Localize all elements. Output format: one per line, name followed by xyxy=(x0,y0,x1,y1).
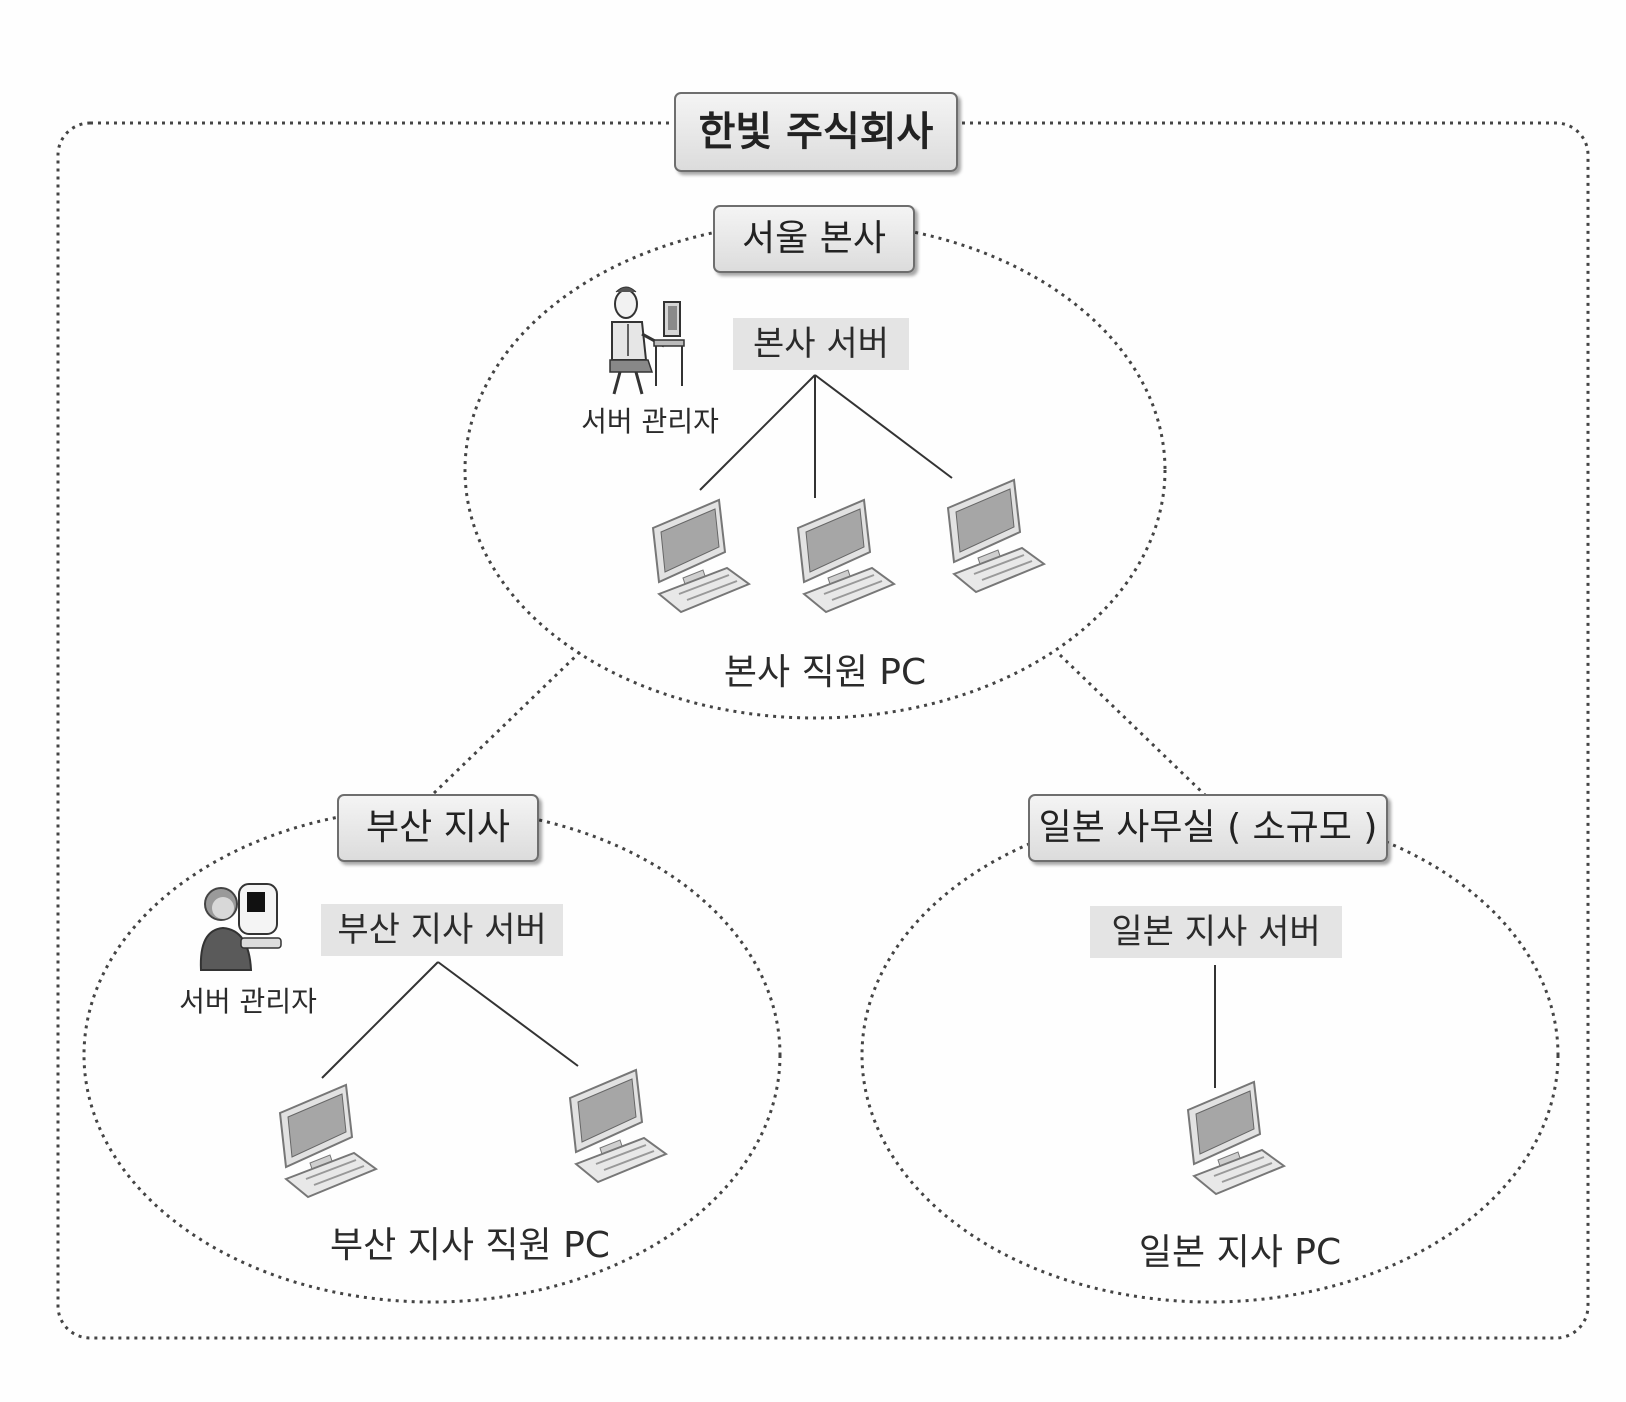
seoul-title: 서울 본사 xyxy=(713,205,915,273)
busan-title: 부산 지사 xyxy=(337,794,539,862)
desktop-pc-icon xyxy=(946,478,1047,594)
seoul-link-pc1 xyxy=(699,374,816,491)
company-boundary xyxy=(56,121,1590,1340)
desktop-pc-icon xyxy=(796,498,897,614)
seoul-server-label: 본사 서버 xyxy=(733,318,909,370)
busan-pcs-label: 부산 지사 직원 PC xyxy=(330,1225,610,1266)
link-seoul-busan xyxy=(430,650,582,797)
busan-server-label: 부산 지사 서버 xyxy=(321,904,563,956)
server-admin-icon xyxy=(199,883,282,971)
desktop-pc-icon xyxy=(651,498,752,614)
japan-region xyxy=(860,806,1560,1304)
seoul-link-pc3 xyxy=(814,374,953,479)
desktop-pc-icon xyxy=(278,1083,379,1199)
seoul-pcs-label: 본사 직원 PC xyxy=(723,652,927,693)
busan-link-pc2 xyxy=(437,961,579,1067)
server-admin-icon xyxy=(609,286,685,395)
japan-pcs-label: 일본 지사 PC xyxy=(1138,1232,1342,1273)
japan-title: 일본 사무실 ( 소규모 ) xyxy=(1028,794,1388,862)
company-title: 한빛 주식회사 xyxy=(674,92,958,172)
desktop-pc-icon xyxy=(568,1068,669,1184)
busan-region xyxy=(82,806,782,1304)
seoul-admin-label: 서버 관리자 xyxy=(581,405,719,438)
desktop-pc-icon xyxy=(1186,1080,1287,1196)
busan-admin-label: 서버 관리자 xyxy=(179,985,317,1018)
busan-link-pc1 xyxy=(321,961,439,1079)
japan-server-label: 일본 지사 서버 xyxy=(1090,906,1342,958)
link-seoul-japan xyxy=(1058,653,1207,797)
